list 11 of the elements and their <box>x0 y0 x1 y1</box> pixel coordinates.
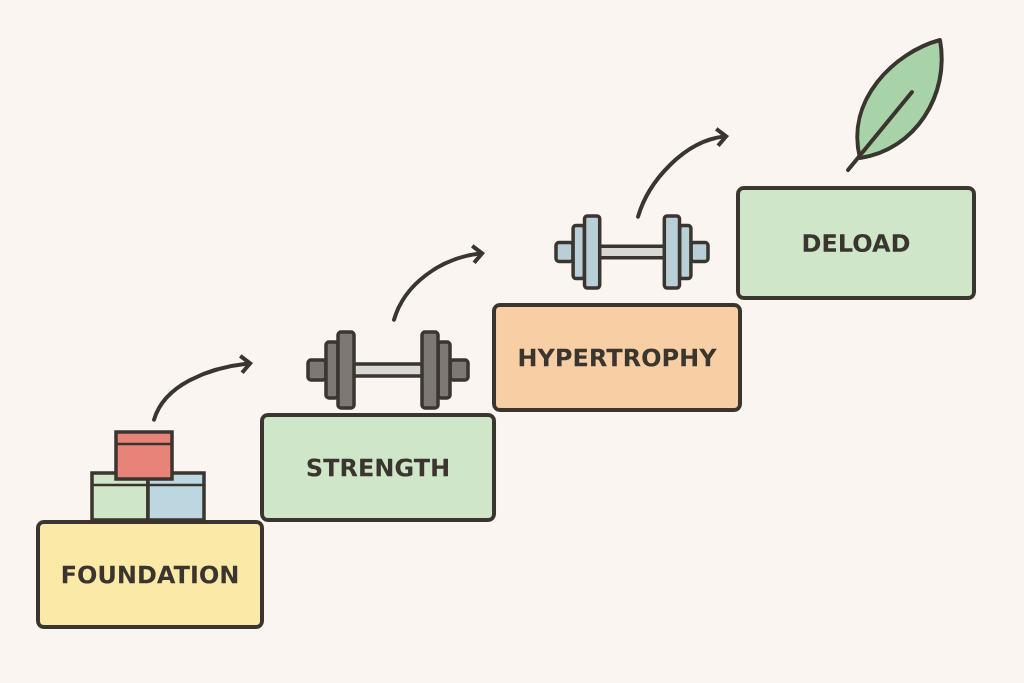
step-box: STRENGTH <box>260 413 496 522</box>
curved-arrow <box>152 354 253 422</box>
feather-drawing <box>846 38 944 172</box>
step-box: HYPERTROPHY <box>492 303 742 412</box>
blocks-drawing <box>90 430 206 522</box>
curved-arrow <box>392 244 485 322</box>
step-box: FOUNDATION <box>36 520 264 629</box>
step-box: DELOAD <box>736 186 976 300</box>
dumbbell-drawing <box>554 214 710 290</box>
dumbbell-drawing <box>306 330 470 410</box>
curved-arrow <box>636 127 729 219</box>
